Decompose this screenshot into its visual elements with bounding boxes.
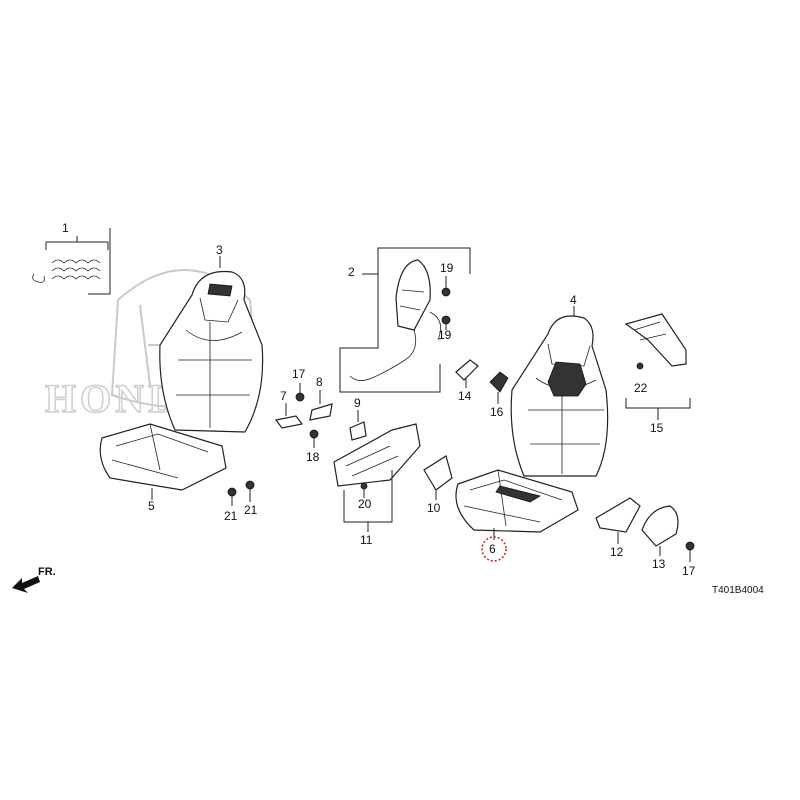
diagram-code: T401B4004 <box>712 585 764 596</box>
part-15-rear-cover[interactable] <box>624 313 691 420</box>
part-18-bolt[interactable] <box>309 429 319 448</box>
highlight-ring <box>481 536 507 562</box>
part-17-bolt-top[interactable] <box>295 383 305 402</box>
part-16-lever[interactable] <box>489 371 509 404</box>
label-15: 15 <box>650 421 664 435</box>
label-1: 1 <box>62 221 69 235</box>
part-3-seat-back[interactable] <box>159 256 264 433</box>
label-8: 8 <box>316 375 323 389</box>
label-21-left: 21 <box>224 509 238 523</box>
part-8-bracket[interactable] <box>309 390 333 421</box>
part-4-seat-back[interactable] <box>510 306 609 477</box>
label-16: 16 <box>490 405 504 419</box>
part-10-inner-cover[interactable] <box>423 455 453 500</box>
label-9: 9 <box>354 396 361 410</box>
label-21-right: 21 <box>244 503 258 517</box>
part-13-knob-cover[interactable] <box>641 505 679 556</box>
label-19-top: 19 <box>440 261 454 275</box>
label-17-bottom: 17 <box>682 564 696 578</box>
label-13: 13 <box>652 557 666 571</box>
label-5: 5 <box>148 499 155 513</box>
part-21-clips[interactable] <box>227 480 255 506</box>
label-7: 7 <box>280 389 287 403</box>
label-22: 22 <box>634 381 648 395</box>
front-direction-indicator: FR. <box>12 566 56 593</box>
part-12-recliner-cover[interactable] <box>595 497 641 544</box>
label-19-bottom: 19 <box>438 328 452 342</box>
label-18: 18 <box>306 450 320 464</box>
label-10: 10 <box>427 501 441 515</box>
label-11: 11 <box>360 533 373 547</box>
label-2: 2 <box>348 265 355 279</box>
front-label: FR. <box>38 566 56 578</box>
part-7-hinge-cover[interactable] <box>274 403 304 429</box>
part-11-side-trim[interactable] <box>333 423 421 532</box>
part-6-seat-cushion[interactable] <box>455 469 579 540</box>
part-2-side-airbag[interactable] <box>339 247 471 393</box>
label-12: 12 <box>610 545 624 559</box>
front-arrow-icon <box>12 576 40 593</box>
part-9-cover[interactable] <box>349 410 367 441</box>
part-14-handle[interactable] <box>455 359 479 388</box>
label-20: 20 <box>358 497 372 511</box>
label-17-top: 17 <box>292 367 306 381</box>
label-6: 6 <box>489 542 496 556</box>
part-5-seat-cushion[interactable] <box>99 423 227 500</box>
label-14: 14 <box>458 389 472 403</box>
part-1-springs[interactable] <box>32 228 111 295</box>
part-17-bolt-bottom[interactable] <box>685 541 695 562</box>
part-labels: 1 2 3 4 5 6 7 8 9 10 11 12 13 14 15 16 1… <box>62 221 696 578</box>
label-3: 3 <box>216 243 223 257</box>
label-4: 4 <box>570 293 577 307</box>
